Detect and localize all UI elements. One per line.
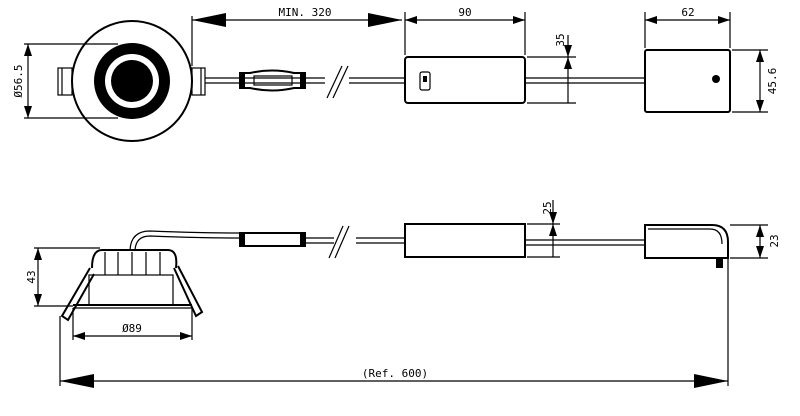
label-downlight-diameter: Ø89 [122,322,142,335]
label-front-diameter: Ø56.5 [12,64,25,97]
driver-side: 25 [404,200,645,258]
label-endbox-width: 62 [681,6,694,19]
dim-downlight-diameter: Ø89 [73,322,192,340]
label-driver-height-side: 25 [541,201,554,214]
dim-min-length: MIN. 320 [191,6,402,66]
driver-top: 90 35 [404,6,576,104]
dim-downlight-height: 43 [25,247,100,307]
label-endbox-height-top: 45.6 [766,68,779,95]
cable-side [239,225,405,259]
top-view: Ø56.5 MIN. 320 90 [12,6,779,142]
label-endbox-height-side: 23 [768,234,781,247]
cable-top [205,65,405,99]
label-driver-width: 90 [458,6,471,19]
label-driver-height-top: 35 [554,33,567,46]
downlight-front [57,20,206,142]
dim-total-length: (Ref. 600) [60,367,728,388]
label-downlight-height: 43 [25,270,38,283]
endbox-top: 62 45.6 [644,6,779,113]
endbox-side: 23 [644,224,781,386]
downlight-side [59,230,241,386]
dim-front-diameter: Ø56.5 [12,43,118,119]
label-total-length: (Ref. 600) [362,367,428,380]
label-min-length: MIN. 320 [279,6,332,19]
side-view: 43 Ø89 25 [25,200,781,388]
cable-top-2 [525,77,645,84]
